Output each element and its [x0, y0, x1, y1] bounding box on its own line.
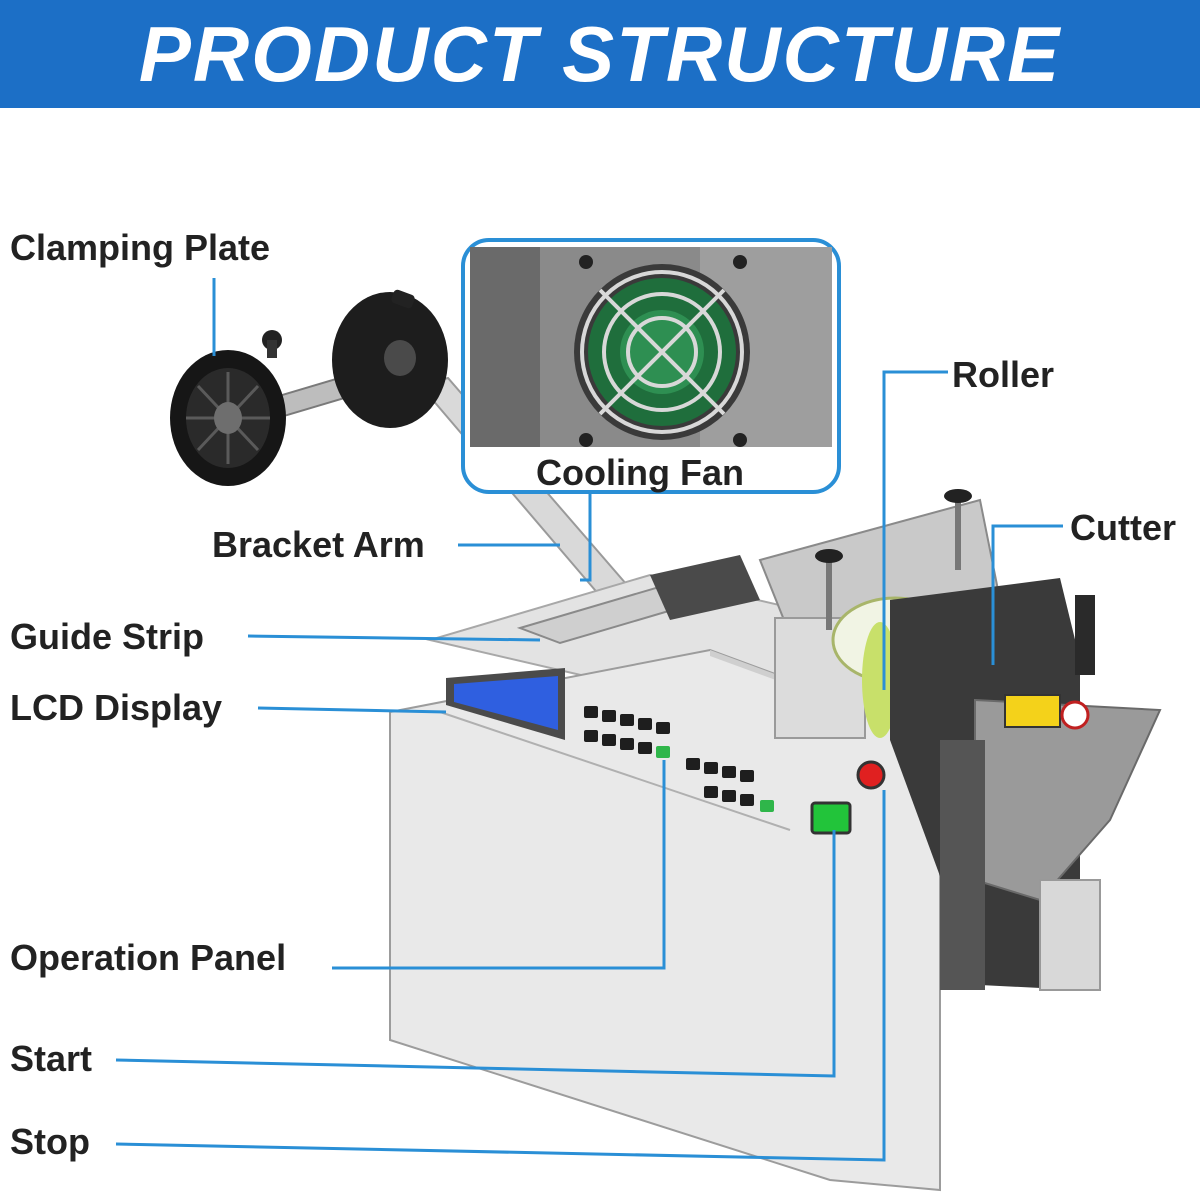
label-cooling-fan: Cooling Fan — [536, 452, 744, 493]
leader-roller — [882, 370, 948, 690]
label-guide-strip: Guide Strip — [10, 616, 205, 657]
label-operation-panel: Operation Panel — [10, 937, 287, 978]
leader-stop — [115, 790, 886, 1162]
cutter-assembly — [758, 489, 1162, 991]
title-banner: PRODUCT STRUCTURE — [0, 0, 1200, 108]
label-lcd-display: LCD Display — [10, 687, 223, 728]
label-cutter: Cutter — [1070, 507, 1176, 548]
cooling-fan-inset — [461, 238, 841, 494]
leader-guide-strip — [247, 634, 541, 642]
label-roller: Roller — [952, 354, 1055, 395]
label-clamping-plate: Clamping Plate — [10, 227, 271, 268]
leader-start — [115, 830, 836, 1078]
leader-operation-panel — [332, 760, 666, 970]
page-title: PRODUCT STRUCTURE — [138, 9, 1062, 98]
leader-lines — [115, 278, 1063, 1162]
label-stop: Stop — [10, 1121, 90, 1162]
leader-lcd-display — [257, 706, 447, 714]
leader-cutter — [991, 524, 1063, 665]
label-start: Start — [10, 1038, 93, 1079]
leader-cooling-fan — [580, 492, 592, 582]
label-bracket-arm: Bracket Arm — [212, 524, 425, 565]
